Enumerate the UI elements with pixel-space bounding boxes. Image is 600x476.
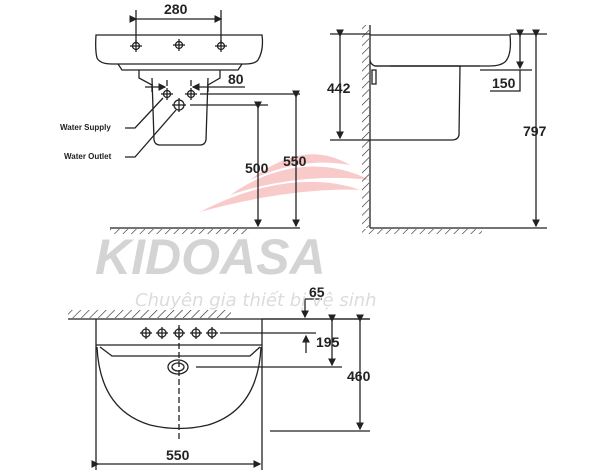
dim-width: 550 [166,447,190,463]
label-water-outlet: Water Outlet [64,152,112,161]
dim-tap-hole-distance: 195 [316,334,340,350]
dim-rim-depth: 150 [492,75,516,91]
label-water-supply: Water Supply [60,123,111,132]
watermark-brand: KIDOASA [95,229,326,285]
watermark-swoosh [200,154,370,212]
wall-hatch [362,25,369,228]
dim-outlet-height: 500 [245,160,269,176]
floor-hatch-side [362,229,482,234]
dim-supply-height: 550 [283,153,307,169]
wall-hatch-top [68,310,231,318]
floor-hatch [110,229,250,234]
watermark-tagline: Chuyên gia thiết bị vệ sinh [135,290,377,311]
tap-holes-icon [140,327,218,339]
dim-pedestal-height: 442 [327,80,351,96]
top-view [68,298,370,470]
dim-wall-offset: 65 [309,284,325,300]
dim-faucet-spacing: 280 [164,1,188,17]
drain-icon [167,359,189,375]
water-outlet-icon [172,98,186,112]
water-supply-icon [161,88,197,100]
dim-total-height: 797 [523,123,547,139]
side-view [330,25,547,229]
dim-supply-spacing: 80 [228,71,244,87]
dim-depth: 460 [347,368,371,384]
front-view [95,10,300,229]
faucet-hole-icon [130,39,227,52]
